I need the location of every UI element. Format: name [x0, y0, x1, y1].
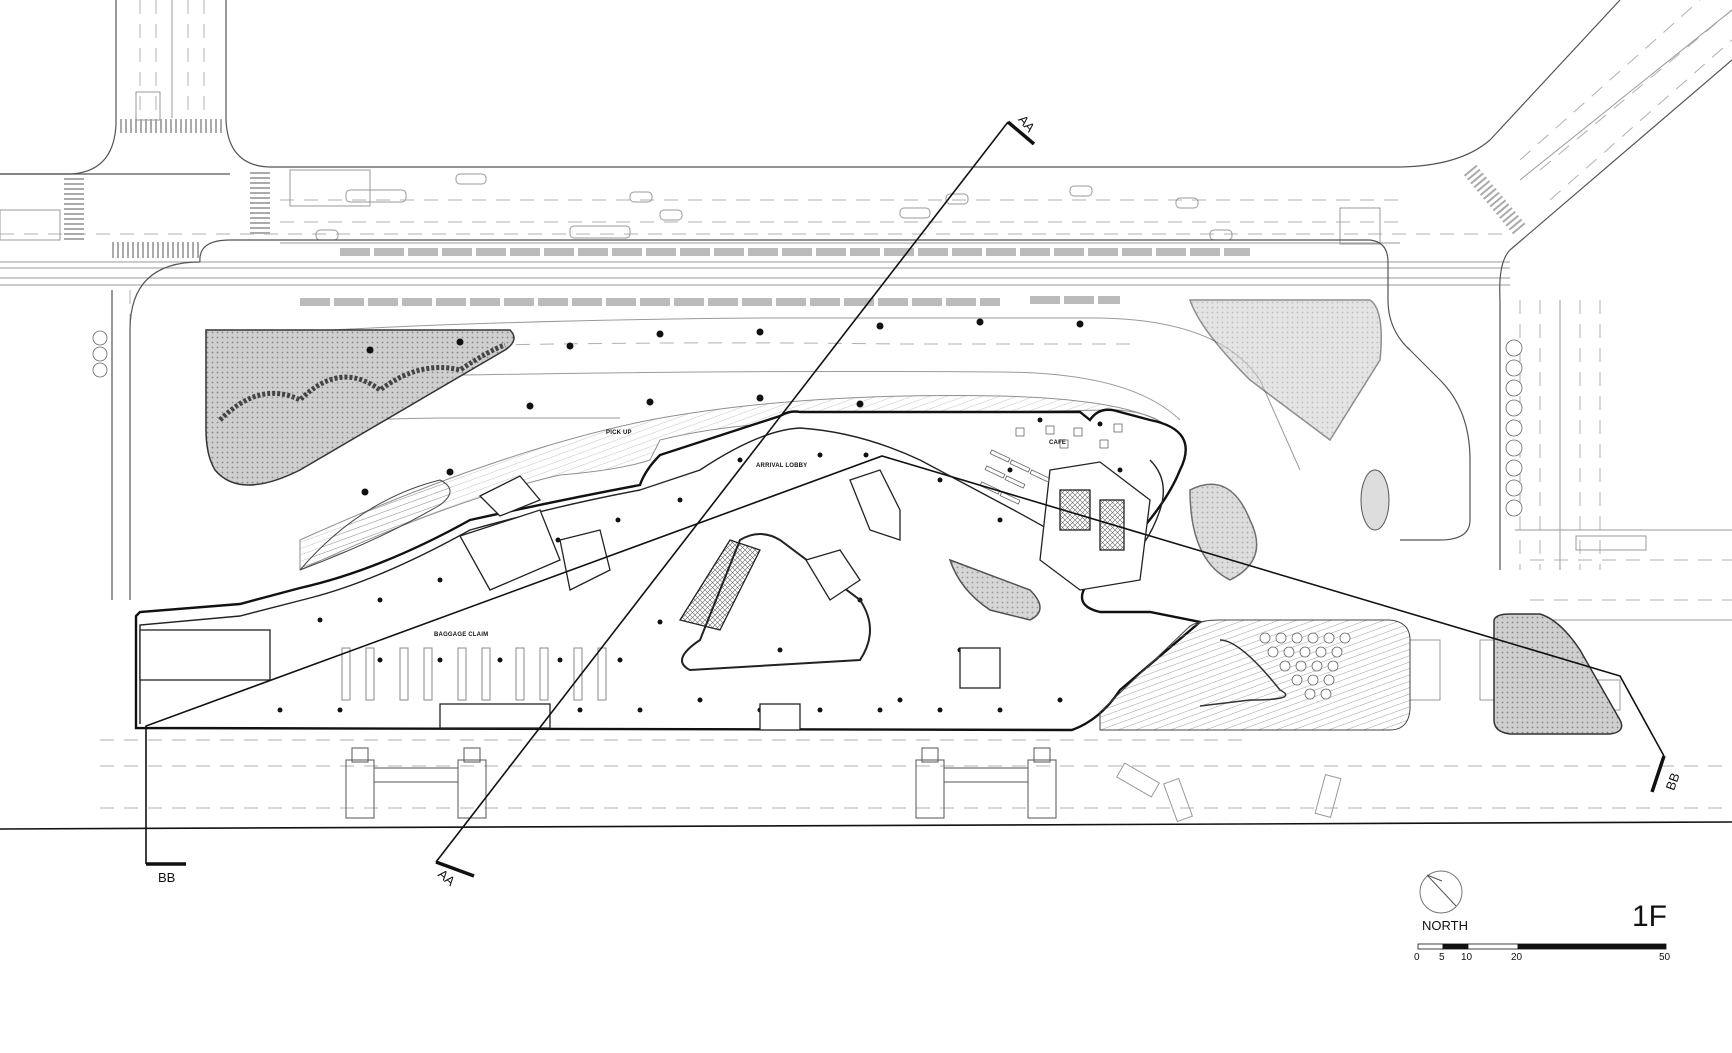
baggage-carousels: [341, 647, 607, 701]
tree-row: [300, 248, 1250, 306]
section-label-bb-left: BB: [158, 870, 176, 885]
section-line-aa: [435, 120, 1036, 878]
label-arrival-lobby: ARRIVAL LOBBY: [756, 463, 808, 469]
landscape-island-southeast: [1099, 619, 1411, 731]
north-arrow-icon: [1419, 870, 1463, 914]
landscape-garden-east: [1493, 613, 1623, 735]
scale-tick-50: 50: [1659, 952, 1671, 963]
north-label: NORTH: [1422, 918, 1468, 933]
scale-tick-0: 0: [1414, 952, 1420, 963]
scale-tick-10: 10: [1461, 952, 1473, 963]
section-line-bb: [145, 455, 1666, 866]
forecourt-boundary: [199, 239, 1471, 541]
scale-bar: [1417, 943, 1667, 950]
landscape-garden-northwest: [205, 329, 515, 486]
street-network: [0, 0, 1732, 830]
label-cafe: CAFE: [1049, 440, 1067, 446]
tree-column: [92, 330, 1523, 517]
pick-up-plaza: [299, 395, 1181, 571]
scale-tick-20: 20: [1511, 952, 1523, 963]
interior-garden: [948, 558, 1041, 621]
tree-grid: [1259, 632, 1351, 700]
landscape-garden-northeast: [1188, 299, 1382, 442]
cafe-seating: [979, 423, 1123, 505]
terminal-building-outline: [134, 408, 1203, 732]
jet-bridges: [345, 747, 1057, 819]
label-pick-up: PICK UP: [606, 430, 632, 436]
service-cores: [139, 461, 1151, 731]
label-baggage-claim: BAGGAGE CLAIM: [434, 632, 489, 638]
vehicles: [0, 91, 1647, 823]
floor-label: 1F: [1632, 900, 1668, 933]
scale-tick-5: 5: [1439, 952, 1445, 963]
